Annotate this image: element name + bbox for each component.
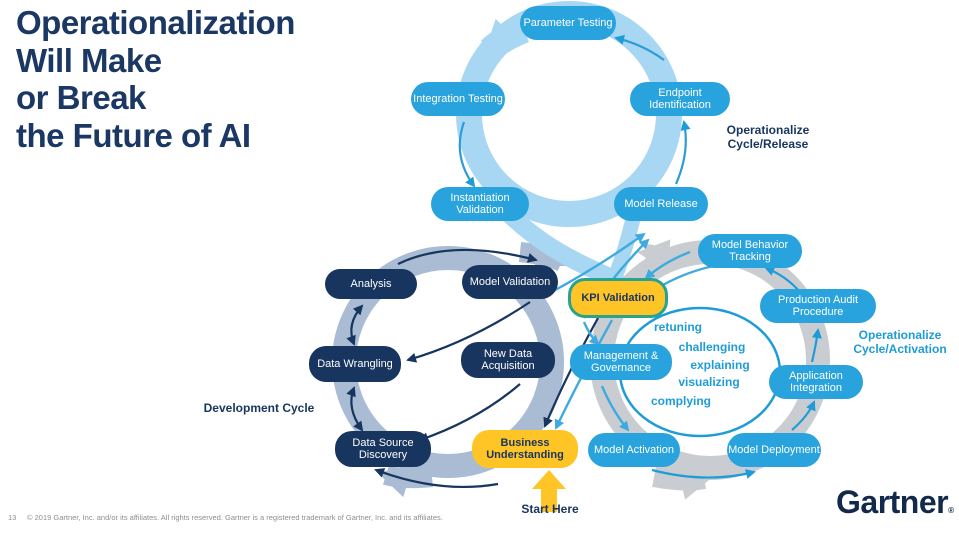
node-production-audit-procedure: Production Audit Procedure: [760, 289, 876, 323]
label-development-cycle: Development Cycle: [203, 401, 315, 415]
release-cycle-arrows: [458, 34, 691, 188]
registered-mark: ®: [948, 506, 954, 515]
inner-word-challenging: challenging: [678, 340, 746, 354]
development-cycle-arrows: [346, 248, 599, 488]
inner-word-visualizing: visualizing: [678, 375, 740, 389]
inner-word-explaining: explaining: [690, 358, 750, 372]
node-integration-testing: Integration Testing: [411, 82, 505, 116]
inner-word-retuning: retuning: [654, 320, 702, 334]
node-instantiation-validation: Instantiation Validation: [431, 187, 529, 221]
copyright-text: © 2019 Gartner, Inc. and/or its affiliat…: [27, 513, 443, 522]
node-application-integration: Application Integration: [769, 365, 863, 399]
node-model-validation: Model Validation: [462, 265, 558, 299]
node-management-governance: Management & Governance: [570, 344, 672, 380]
node-endpoint-identification: Endpoint Identification: [630, 82, 730, 116]
node-kpi-validation: KPI Validation: [568, 278, 668, 318]
page-title: Operationalization Will Make or Break th…: [16, 4, 295, 154]
node-parameter-testing: Parameter Testing: [520, 6, 616, 40]
title-line: Operationalization: [16, 4, 295, 41]
node-model-behavior-tracking: Model Behavior Tracking: [698, 234, 802, 268]
node-new-data-acquisition: New Data Acquisition: [461, 342, 555, 378]
label-start-here: Start Here: [521, 502, 579, 516]
page-number: 13: [8, 513, 17, 522]
node-model-activation: Model Activation: [588, 433, 680, 467]
title-line: Will Make: [16, 41, 162, 79]
node-business-understanding: Business Understanding: [472, 430, 578, 468]
node-analysis: Analysis: [325, 269, 417, 299]
start-here-arrow-icon: [532, 470, 566, 512]
gartner-logo: Gartner®: [836, 484, 954, 521]
node-data-source-discovery: Data Source Discovery: [335, 431, 431, 467]
node-model-release: Model Release: [614, 187, 708, 221]
title-line: or Break: [16, 79, 146, 117]
gartner-logo-text: Gartner: [836, 484, 949, 520]
node-data-wrangling: Data Wrangling: [309, 346, 401, 382]
title-line: the Future of AI: [16, 116, 251, 154]
label-release-cycle: Operationalize Cycle/Release: [726, 123, 810, 151]
inner-word-complying: complying: [650, 394, 711, 408]
label-activation-cycle: Operationalize Cycle/Activation: [853, 328, 947, 356]
node-model-deployment: Model Deployment: [727, 433, 821, 467]
